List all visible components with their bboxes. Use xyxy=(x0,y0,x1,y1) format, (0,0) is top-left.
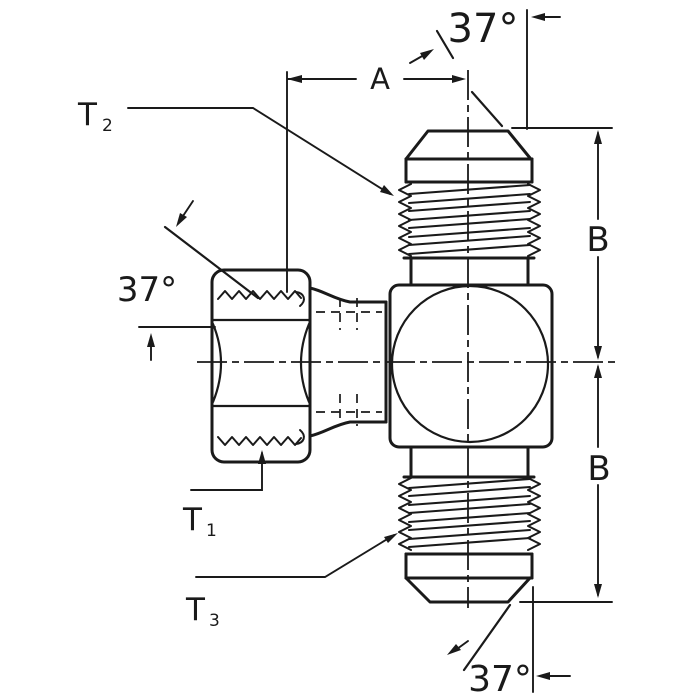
fill-layer xyxy=(212,270,552,462)
body-circle xyxy=(390,284,550,444)
nut-thread-zigzag-top xyxy=(217,290,302,300)
angle-bottom-cone-extension xyxy=(462,603,512,672)
angle-callout-top: 37° xyxy=(409,6,561,130)
body-fill xyxy=(390,285,552,447)
top-thread-lines xyxy=(408,184,531,255)
angle-bottom-leader-arrow xyxy=(447,644,461,655)
dim-b-lower-arrow-top xyxy=(594,364,602,378)
t3-leader xyxy=(195,534,395,578)
label-dim-a: A xyxy=(370,62,390,96)
callout-t1: T 1 xyxy=(182,450,266,541)
t3-arrow xyxy=(384,533,398,543)
dimension-a: A xyxy=(286,62,466,293)
sleeve-bottom-edge xyxy=(308,420,388,438)
dim-b-upper-arrow-top xyxy=(594,130,602,144)
bottom-thread-lines xyxy=(408,478,531,548)
label-angle-top: 37° xyxy=(448,6,519,52)
label-t2-sub: 2 xyxy=(102,116,113,136)
label-t2: T xyxy=(77,97,98,133)
seat-arrow xyxy=(147,333,155,347)
sleeve-hidden-lines xyxy=(316,298,382,426)
angle-top-cone-extension xyxy=(470,90,504,128)
dim-a-arrow-left xyxy=(287,75,302,83)
label-angle-bottom: 37° xyxy=(468,659,532,700)
label-dim-b-lower: B xyxy=(587,449,610,489)
angle-top-arrow xyxy=(531,13,545,21)
top-male-port xyxy=(398,129,541,287)
t2-leader xyxy=(127,107,391,195)
dim-a-arrow-right xyxy=(452,75,466,83)
angle-top-tick xyxy=(435,29,455,60)
angle-callout-left: 37° xyxy=(117,200,260,361)
bottom-flare-cone xyxy=(404,576,532,604)
bottom-male-port xyxy=(398,445,541,604)
angle-left-arrow xyxy=(176,213,187,227)
sleeve-top-edge xyxy=(308,286,388,304)
sleeve-cone xyxy=(308,286,388,438)
nut-thread-runout-bottom xyxy=(295,429,305,445)
angle-top-leader xyxy=(409,54,425,64)
top-flare-cone xyxy=(404,129,532,161)
label-angle-left: 37° xyxy=(117,270,177,310)
nut-thread-runout-top xyxy=(295,291,305,307)
dim-b-lower-arrow-bottom xyxy=(594,584,602,598)
angle-left-leader xyxy=(182,200,194,217)
label-t1: T xyxy=(182,502,203,538)
tee-body xyxy=(388,283,554,449)
dimension-b-lower: B xyxy=(519,364,613,603)
t1-leader xyxy=(190,452,263,491)
t2-arrow xyxy=(380,185,394,196)
nut-thread-zigzag-bottom xyxy=(217,436,302,446)
nut-hex-flat-arc-left xyxy=(211,322,223,404)
angle-bottom-arrow xyxy=(536,672,550,680)
callout-t2: T 2 xyxy=(77,97,394,196)
angle-top-leader-arrow xyxy=(420,49,434,60)
label-dim-b-upper: B xyxy=(586,220,609,260)
callout-t3: T 3 xyxy=(185,533,398,631)
label-t3-sub: 3 xyxy=(209,611,220,631)
nut-fill xyxy=(212,270,310,462)
angle-left-seat-line xyxy=(163,225,260,300)
dimension-b-upper: B xyxy=(511,127,613,360)
nut-hex-flat-arc-right xyxy=(299,322,311,404)
label-t1-sub: 1 xyxy=(206,521,217,541)
label-t3: T xyxy=(185,592,206,628)
dim-b-upper-arrow-bottom xyxy=(594,346,602,360)
angle-callout-bottom: 37° xyxy=(447,586,571,700)
t1-arrow xyxy=(258,450,266,464)
